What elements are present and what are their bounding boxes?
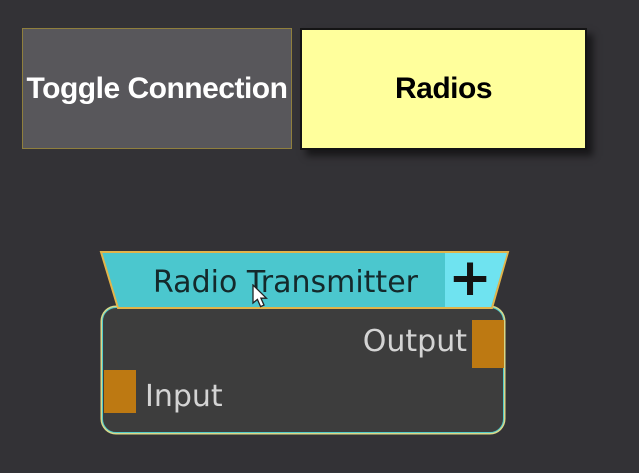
input-port-label: Input: [145, 379, 223, 414]
radios-button[interactable]: Radios: [300, 28, 587, 150]
toggle-connection-label: Toggle Connection: [26, 71, 288, 105]
node-header-shape: +: [99, 248, 510, 309]
output-port-label: Output: [362, 324, 467, 359]
node-header-trapezoid: [99, 251, 510, 309]
node-body[interactable]: [102, 307, 504, 433]
mouse-cursor-icon: [251, 283, 269, 313]
add-port-button[interactable]: [445, 253, 507, 307]
plus-icon: +: [448, 250, 492, 308]
output-connector[interactable]: [472, 320, 504, 368]
radios-label: Radios: [394, 72, 493, 105]
toggle-connection-button[interactable]: Toggle Connection: [22, 28, 292, 149]
input-connector[interactable]: [104, 370, 136, 413]
node-header[interactable]: +: [98, 248, 512, 310]
node-title: Radio Transmitter: [153, 265, 418, 300]
